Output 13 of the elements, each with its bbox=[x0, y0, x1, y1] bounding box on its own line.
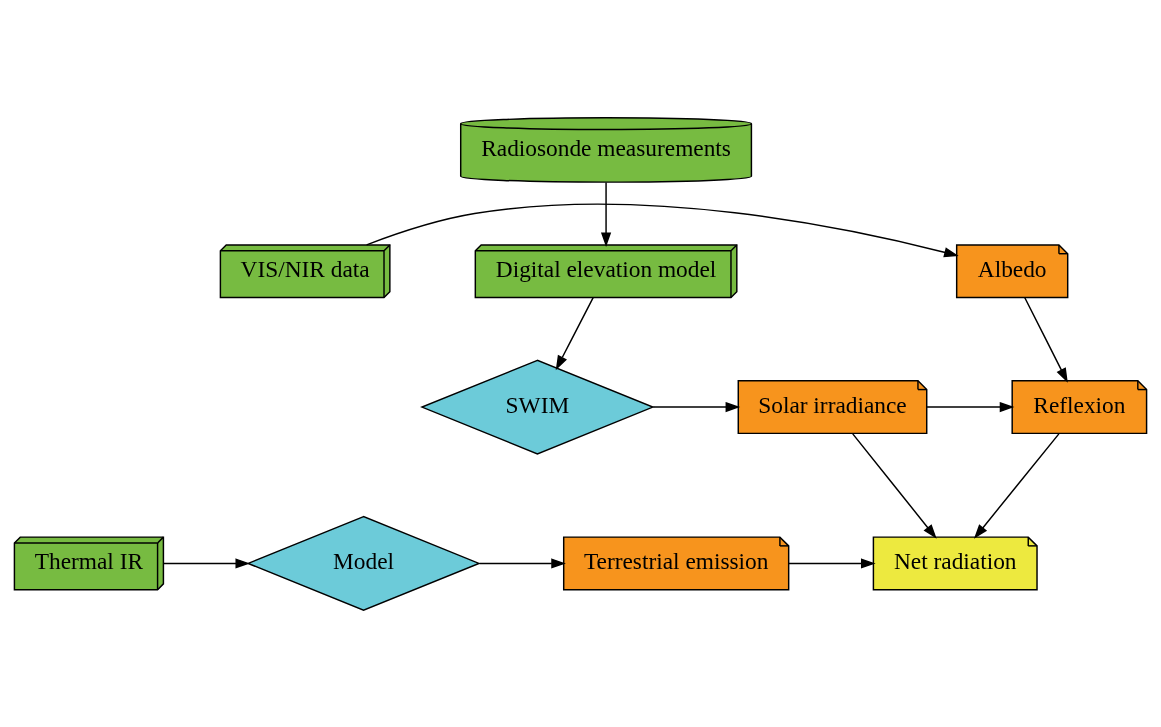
arrow bbox=[788, 557, 876, 569]
arrow bbox=[652, 401, 741, 412]
arrow bbox=[852, 432, 937, 539]
arrow bbox=[555, 296, 594, 370]
arrow bbox=[600, 181, 612, 247]
arrow bbox=[1024, 296, 1068, 383]
arrow bbox=[973, 432, 1060, 539]
node-diamond: Model bbox=[246, 515, 481, 611]
arrow bbox=[365, 202, 959, 257]
arrow bbox=[478, 557, 566, 569]
node-diamond: SWIM bbox=[420, 359, 655, 455]
arrow bbox=[926, 401, 1015, 412]
arrow bbox=[162, 557, 251, 569]
